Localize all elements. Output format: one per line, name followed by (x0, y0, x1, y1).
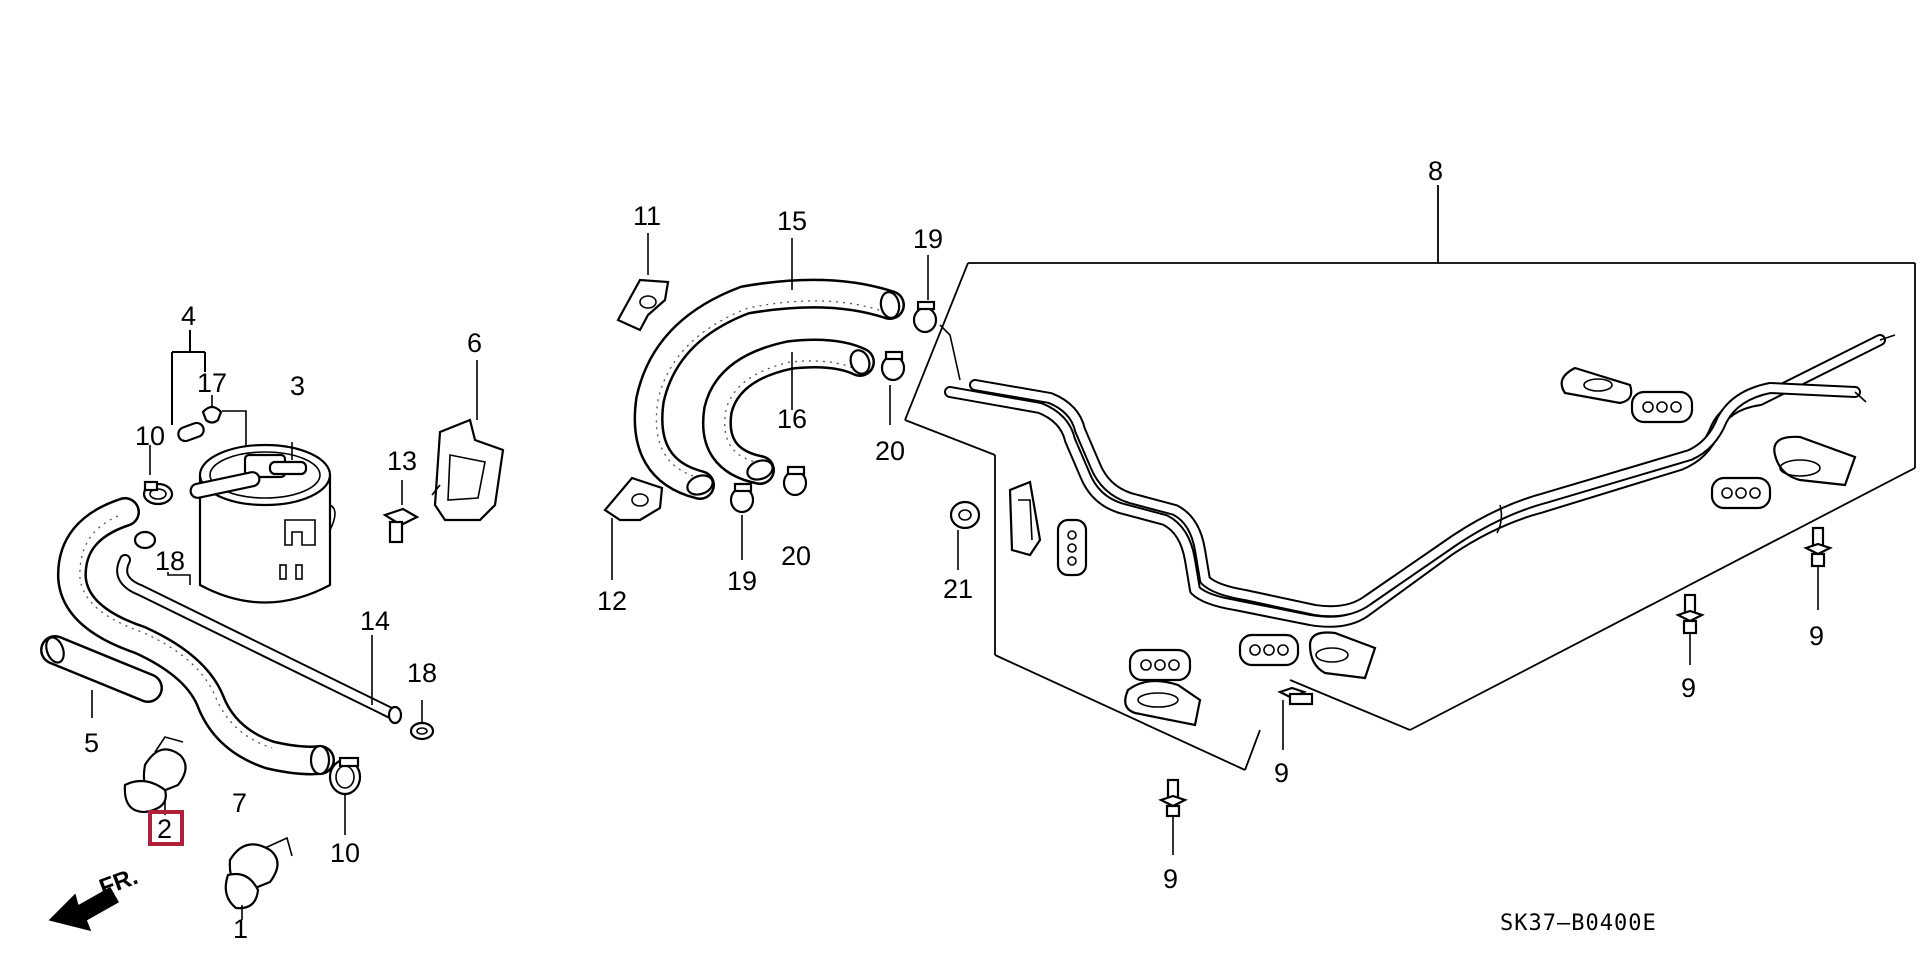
callout-1[interactable]: 1 (233, 914, 248, 944)
callout-20-a[interactable]: 20 (875, 436, 905, 466)
callout-16[interactable]: 16 (777, 404, 807, 434)
part-2-holder[interactable] (123, 736, 187, 815)
callout-15[interactable]: 15 (777, 206, 807, 236)
diagram-code: SK37–B0400E (1500, 911, 1657, 936)
callout-18-b[interactable]: 18 (407, 658, 437, 688)
callout-10-b[interactable]: 10 (330, 838, 360, 868)
callout-9-a[interactable]: 9 (1809, 621, 1824, 651)
part-9-bolt-a[interactable] (1803, 526, 1833, 610)
callout-8[interactable]: 8 (1428, 156, 1443, 186)
part-18-clamp-lower[interactable] (409, 700, 435, 741)
callout-4[interactable]: 4 (181, 301, 196, 331)
part-8-grommet-c[interactable] (1056, 518, 1088, 577)
callout-bracket-4 (171, 330, 206, 425)
front-arrow: FR. (48, 863, 142, 932)
part-8-grommet-e[interactable] (1238, 633, 1300, 667)
part-14-tube[interactable] (116, 554, 403, 725)
callout-11[interactable]: 11 (633, 201, 661, 231)
part-10-clamp-lower[interactable] (328, 756, 362, 835)
part-3-fuel-filter[interactable] (189, 442, 336, 604)
part-10-pin[interactable] (149, 421, 206, 475)
callout-7[interactable]: 7 (232, 788, 247, 818)
part-15-hose[interactable] (633, 238, 905, 500)
part-10-clamp-upper[interactable] (142, 480, 174, 506)
front-label: FR. (96, 863, 142, 902)
part-8-grommet-d[interactable] (1128, 648, 1192, 682)
callout-9-c[interactable]: 9 (1274, 758, 1289, 788)
callout-19-a[interactable]: 19 (913, 224, 943, 254)
part-19-clamp-upper[interactable] (912, 255, 938, 334)
part-11-bracket[interactable] (616, 233, 670, 332)
part-20-clamp-lower[interactable] (782, 465, 808, 497)
part-5-hose[interactable] (40, 635, 163, 718)
callout-20-b[interactable]: 20 (781, 541, 811, 571)
part-8-clip-b[interactable] (1773, 435, 1857, 487)
callout-21[interactable]: 21 (943, 574, 973, 604)
part-8-clip-e[interactable] (1308, 631, 1377, 680)
callout-5[interactable]: 5 (84, 728, 99, 758)
part-8-grommet-b[interactable] (1710, 476, 1772, 510)
callout-17[interactable]: 17 (197, 368, 227, 398)
callout-frame-8 (904, 185, 1916, 771)
part-8-grommet-a[interactable] (1630, 390, 1694, 424)
part-9-bolt-b[interactable] (1675, 593, 1705, 665)
part-12-bracket[interactable] (603, 476, 664, 580)
callout-13[interactable]: 13 (387, 446, 417, 476)
part-8-fuel-pipe[interactable] (939, 324, 1896, 628)
callout-6[interactable]: 6 (467, 328, 482, 358)
part-8-clip-c[interactable] (1008, 480, 1042, 557)
part-19-clamp-lower[interactable] (729, 482, 755, 560)
part-16-hose[interactable] (701, 338, 875, 485)
part-8-clip-d[interactable] (1124, 679, 1202, 727)
callout-3[interactable]: 3 (290, 371, 305, 401)
callout-19-b[interactable]: 19 (727, 566, 757, 596)
part-8-clip-a[interactable] (1560, 366, 1633, 405)
part-18-clip-upper[interactable] (133, 530, 191, 585)
part-7-hose[interactable] (56, 497, 335, 776)
callout-10-a[interactable]: 10 (135, 421, 165, 451)
part-1-holder[interactable] (224, 836, 293, 920)
part-6-bracket[interactable] (431, 360, 505, 522)
callout-18-a[interactable]: 18 (155, 546, 185, 576)
callout-14[interactable]: 14 (360, 606, 390, 636)
part-9-bolt-d[interactable] (1158, 778, 1188, 855)
part-9-bolt-c[interactable] (1277, 686, 1314, 750)
callout-9-b[interactable]: 9 (1681, 673, 1696, 703)
callout-2[interactable]: 2 (157, 814, 172, 844)
part-20-clamp-upper[interactable] (880, 350, 906, 425)
callout-12[interactable]: 12 (597, 586, 627, 616)
part-21-grommet[interactable] (949, 500, 981, 570)
part-13-bolt[interactable] (382, 480, 420, 544)
callout-labels: 1 2 3 4 5 6 7 8 9 9 9 9 10 10 11 12 13 1… (84, 156, 1824, 944)
callout-2-highlight (148, 810, 184, 846)
callout-9-d[interactable]: 9 (1163, 864, 1178, 894)
